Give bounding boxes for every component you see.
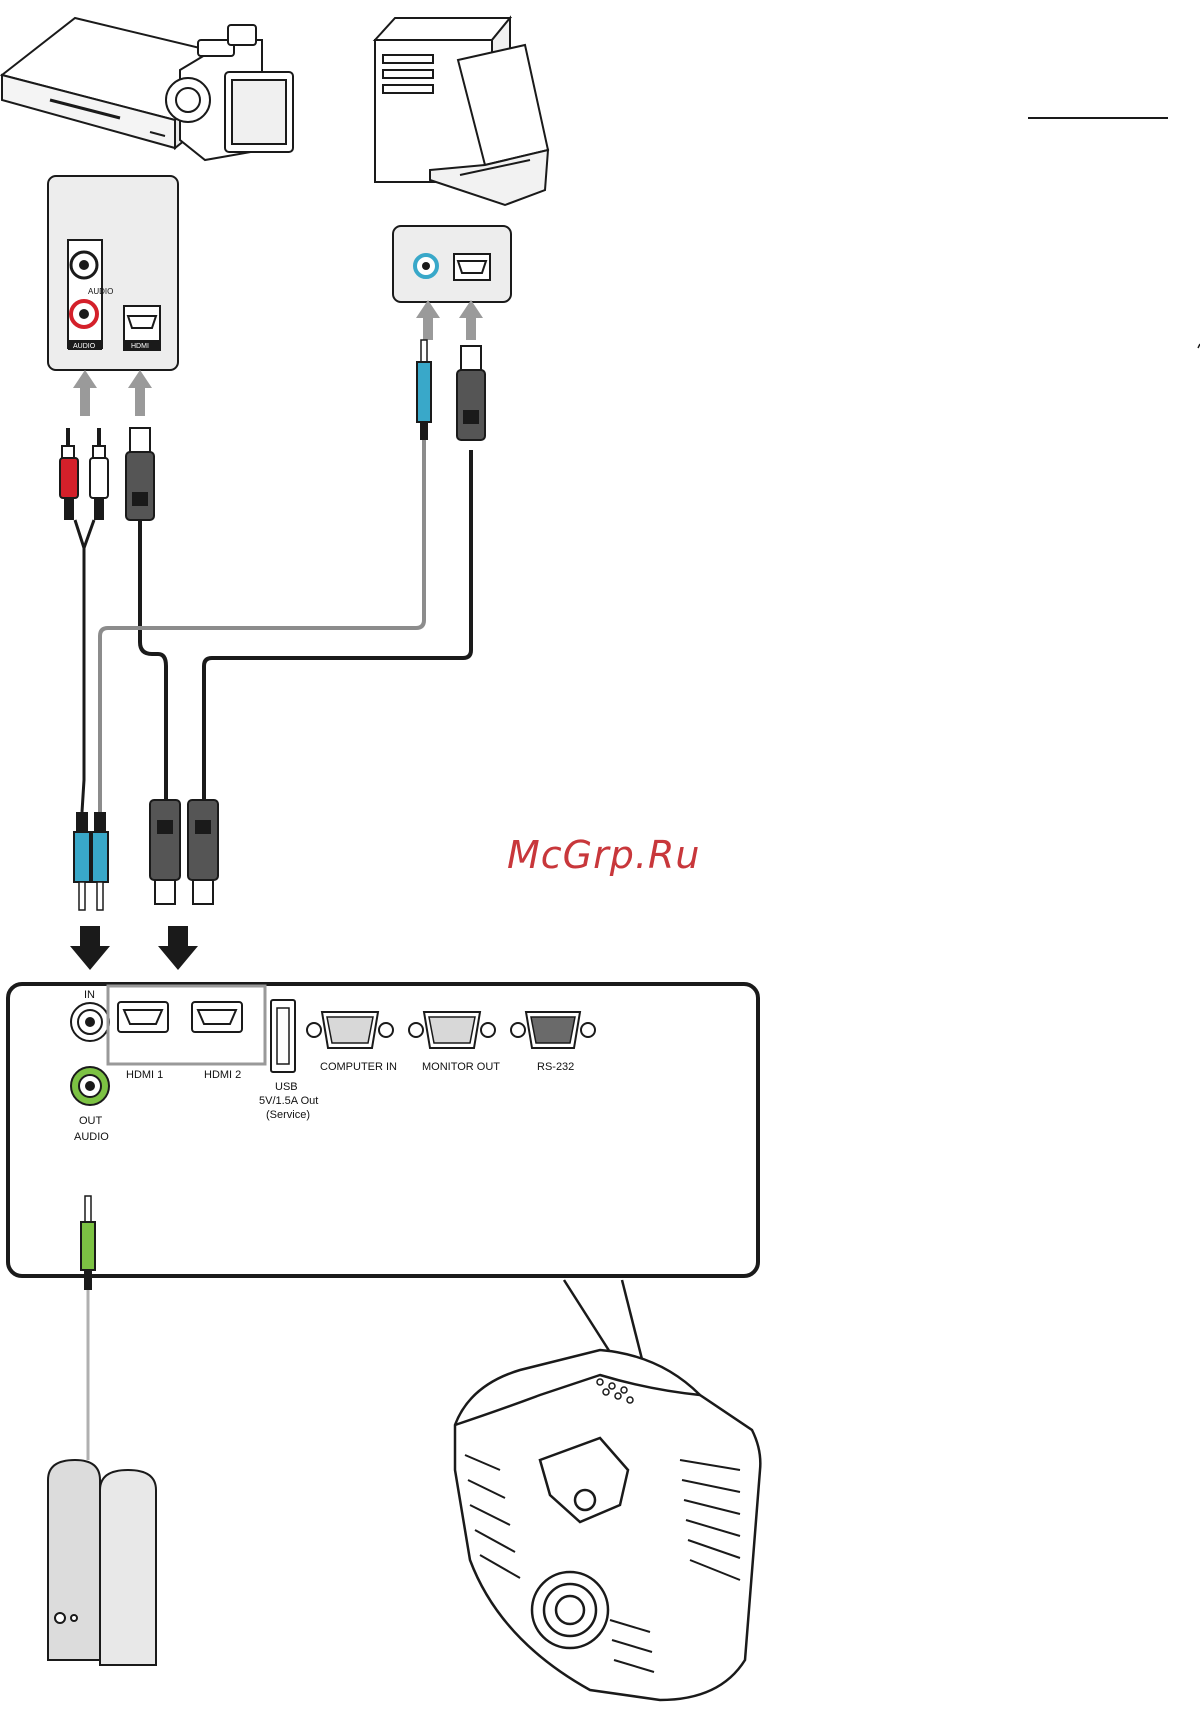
rca-red-jack xyxy=(71,301,97,327)
audio-in-jack xyxy=(71,1003,109,1041)
audio-label: AUDIO xyxy=(74,1131,109,1143)
rca-white-jack xyxy=(71,252,97,278)
pc-hdmi-plug xyxy=(457,346,485,440)
arrow-down-icon xyxy=(158,926,198,970)
source-audio-label: AUDIO xyxy=(73,343,96,350)
usb-label-1: USB xyxy=(275,1081,298,1093)
audio-out-jack xyxy=(71,1067,109,1105)
cables xyxy=(75,440,471,1460)
hdmi2-port xyxy=(192,1002,242,1032)
audio-out-label: OUT xyxy=(79,1115,103,1127)
hdmi1-port xyxy=(118,1002,168,1032)
hdmi-cable-1 xyxy=(140,520,166,800)
rca-audio-cable xyxy=(75,520,94,812)
pc-audio-plug xyxy=(417,340,431,440)
usb-port xyxy=(271,1000,295,1072)
arrow-up-icon xyxy=(459,300,483,340)
source-audio-small-label: AUDIO xyxy=(88,287,113,296)
av-source-panel: AUDIO AUDIO HDMI xyxy=(48,176,178,370)
source-hdmi-label: HDMI xyxy=(131,343,149,350)
usb-label-3: (Service) xyxy=(266,1109,310,1121)
rca-plugs xyxy=(60,428,108,520)
arrow-down-icon xyxy=(70,926,110,970)
arrow-up-icon xyxy=(128,370,152,416)
usb-label-2: 5V/1.5A Out xyxy=(259,1095,318,1107)
pc-hdmi-port xyxy=(454,254,490,280)
rs232-label: RS-232 xyxy=(537,1061,574,1073)
audio-in-label: IN xyxy=(84,989,95,1001)
hdmi1-label: HDMI 1 xyxy=(126,1069,163,1081)
hdmi-plugs-projector xyxy=(150,800,218,904)
source-hdmi-port: HDMI xyxy=(124,306,160,350)
arrow-up-icon xyxy=(73,370,97,416)
hdmi-plug-source xyxy=(126,428,154,520)
hdmi2-label: HDMI 2 xyxy=(204,1069,241,1081)
projector-rear-panel: IN OUT AUDIO HDMI 1 HDMI 2 US xyxy=(8,984,758,1276)
watermark-text: McGrp.Ru xyxy=(507,833,700,877)
pc-audio-jack xyxy=(415,255,437,277)
audio-in-plugs xyxy=(74,812,108,910)
speakers-icon xyxy=(48,1460,156,1665)
projector-icon xyxy=(455,1280,760,1700)
hdmi-cable-2 xyxy=(204,450,471,800)
arrow-up-icon xyxy=(416,300,440,340)
computer-in-label: COMPUTER IN xyxy=(320,1061,397,1073)
monitor-out-label: MONITOR OUT xyxy=(422,1061,500,1073)
pc-output-panel xyxy=(393,226,511,302)
